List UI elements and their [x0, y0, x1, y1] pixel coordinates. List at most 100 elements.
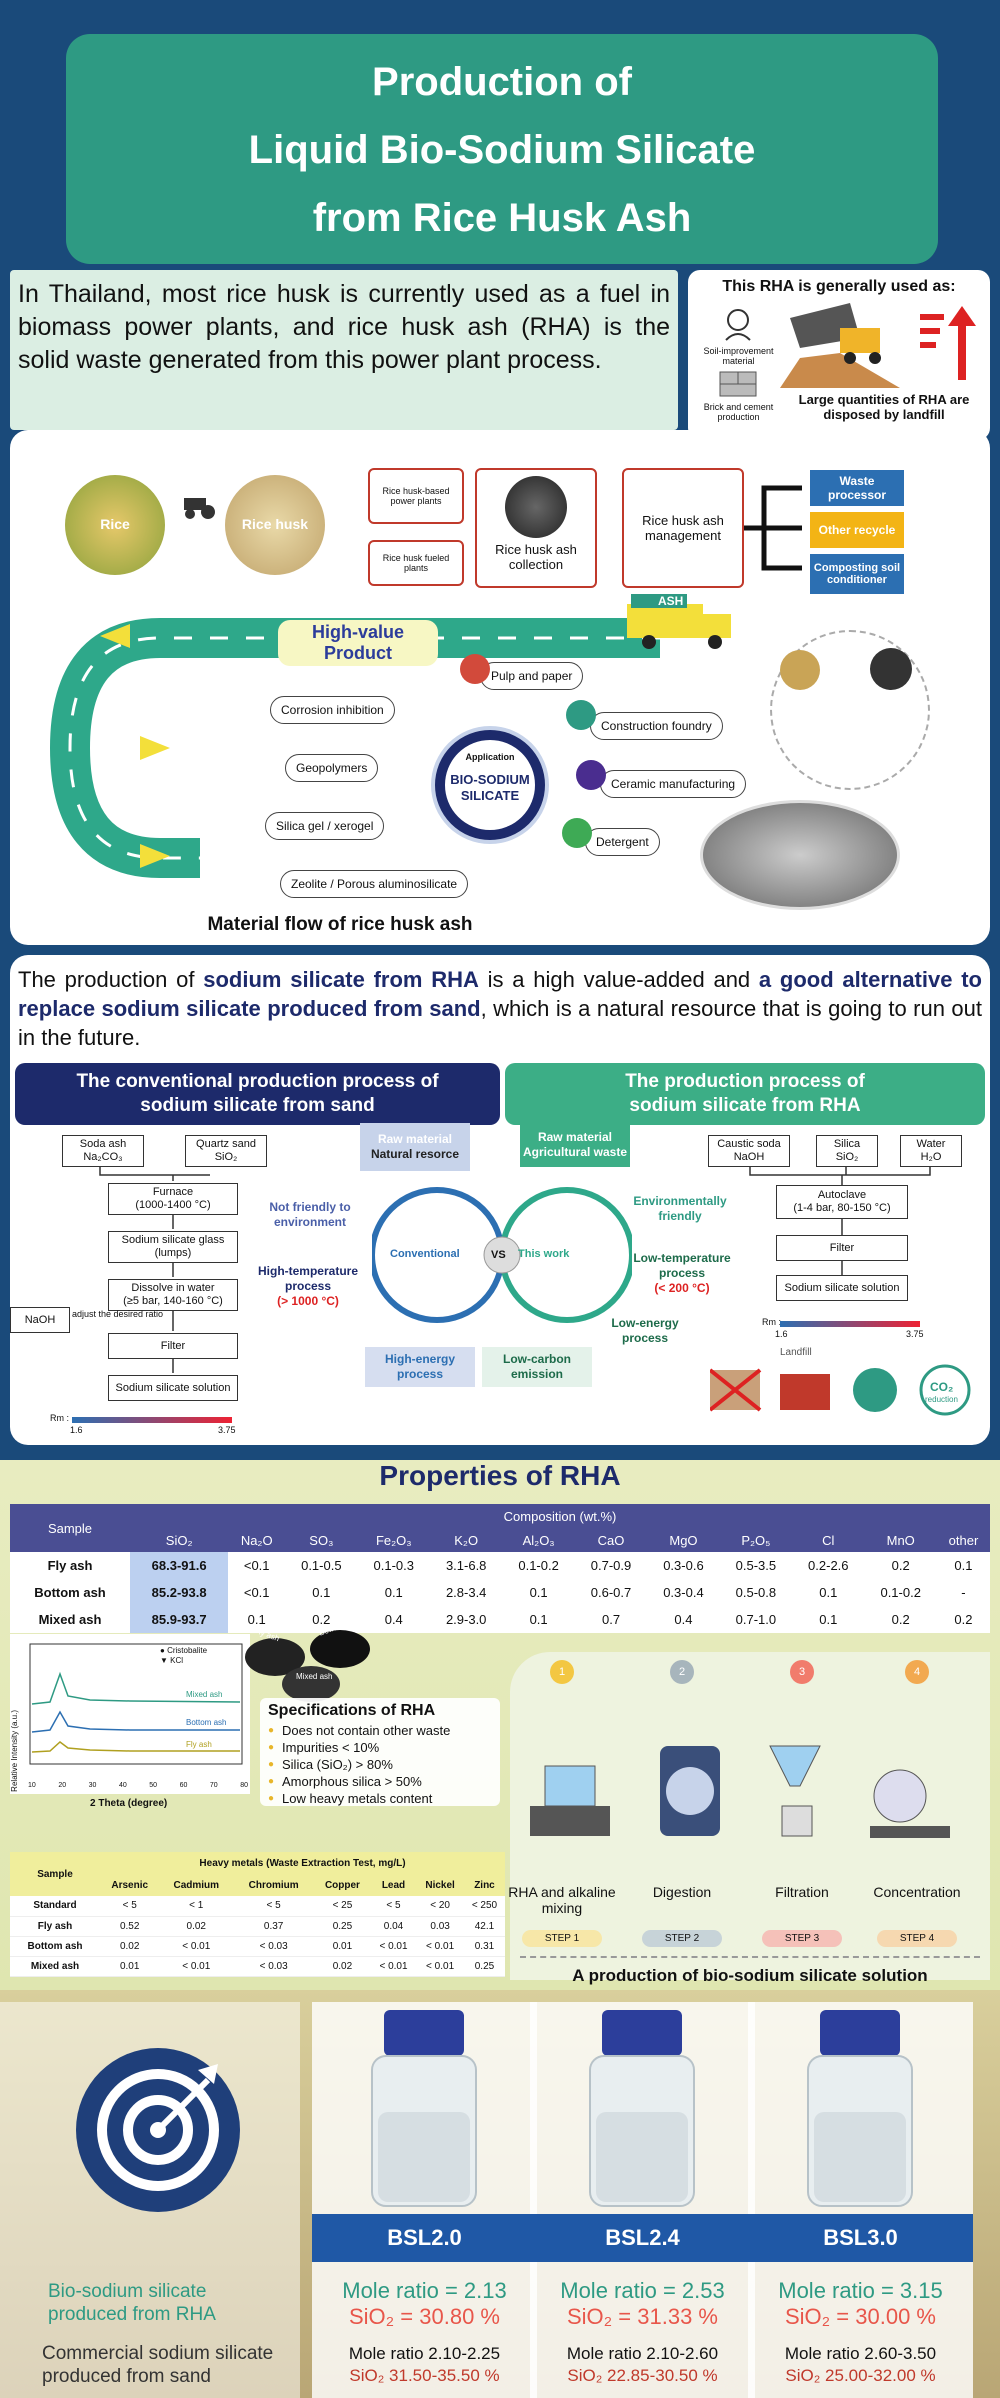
right-le-2: process	[621, 1331, 669, 1345]
product-name: BSL2.4	[530, 2214, 755, 2262]
silica-dish-image	[700, 800, 900, 910]
heavy-cell: 0.25	[314, 1916, 371, 1937]
step-number: 1	[550, 1660, 574, 1684]
paper-icon	[460, 654, 490, 684]
step-button: STEP 4	[877, 1930, 957, 1947]
left-nf-2: environment	[273, 1215, 346, 1229]
comp-cell: 0.1-0.5	[285, 1552, 358, 1579]
landfill-truck-icon	[780, 303, 900, 388]
application-hub	[435, 730, 545, 840]
rha-title-1: The production process of	[625, 1071, 865, 1092]
brick-icon	[719, 371, 757, 397]
heavy-cell: < 5	[100, 1896, 160, 1917]
xrd-legend-1: ● Cristobalite	[160, 1646, 208, 1655]
comp-row-name: Fly ash	[10, 1552, 130, 1579]
rice-image	[65, 475, 165, 575]
commercial-label-1: Commercial sodium silicate	[42, 2343, 274, 2364]
adjust-label: adjust the desired ratio	[72, 1309, 164, 1319]
rice-husk-image	[225, 475, 325, 575]
caustic-formula: NaOH	[733, 1151, 765, 1163]
left-ht-3: (> 1000 °C)	[277, 1293, 339, 1308]
right-lt-3: (< 200 °C)	[654, 1280, 710, 1295]
husk-sample-icon	[780, 650, 820, 690]
right-rm-desc: Agricultural waste	[522, 1145, 628, 1159]
xrd-tick: 60	[179, 1782, 188, 1789]
title-line-3: from Rice Husk Ash	[312, 196, 692, 240]
commercial-sio2: SiO₂ 22.85-30.50 %	[567, 2366, 718, 2385]
steps-caption: A production of bio-sodium silicate solu…	[572, 1966, 928, 1985]
conv-rm-max: 3.75	[218, 1425, 236, 1435]
mixed-ash-photo	[282, 1666, 340, 1702]
heavy-cell: 0.01	[100, 1956, 160, 1977]
app-corrosion: Corrosion inhibition	[270, 696, 395, 724]
silica-formula: SiO₂	[835, 1151, 859, 1163]
soil-label: Soil-improvement material	[703, 346, 774, 366]
glass-box: Sodium silicate glass(lumps)	[108, 1231, 238, 1263]
comp-col-header: MgO	[647, 1528, 720, 1552]
xrd-tick: 30	[88, 1782, 97, 1789]
app-geopolymers: Geopolymers	[285, 754, 379, 782]
commercial-mole-ratio: Mole ratio 2.10-2.25	[348, 2344, 501, 2363]
comp-col-header: K₂O	[429, 1528, 503, 1552]
intro-panel: In Thailand, most rice husk is currently…	[10, 270, 678, 430]
rha-filter-box: Filter	[776, 1235, 908, 1261]
silica: Silica	[833, 1138, 861, 1150]
title-line-2: Liquid Bio-Sodium Silicate	[248, 128, 756, 172]
comp-col-header: Na₂O	[228, 1528, 286, 1552]
landfill-label: Large quantities of RHA are disposed by …	[798, 392, 970, 422]
heavy-col-header: Arsenic	[100, 1874, 160, 1896]
step-number: 2	[670, 1660, 694, 1684]
left-ht-1: High-temperature	[257, 1263, 358, 1278]
dest-composting: Composting soil conditioner	[810, 554, 904, 594]
comp-cell: <0.1	[228, 1552, 286, 1579]
hub-title-2: SILICATE	[460, 788, 520, 803]
rha-rm-max: 3.75	[906, 1329, 924, 1339]
bio-sio2: SiO₂ = 31.33 %	[566, 2304, 718, 2329]
heavy-cell: < 0.01	[159, 1936, 234, 1957]
heavy-cell: < 0.01	[370, 1956, 417, 1977]
power-plant-1: Rice husk-based power plants	[368, 468, 464, 524]
water-formula: H₂O	[920, 1151, 942, 1163]
comp-col-header: Fe₂O₃	[357, 1528, 430, 1552]
comp-cell: 0.1	[792, 1606, 865, 1633]
dest-waste-processor: Waste processor	[810, 470, 904, 506]
autoclave-box: Autoclave(1-4 bar, 80-150 °C)	[776, 1185, 908, 1219]
comp-col-header: other	[936, 1528, 990, 1552]
bottle-image	[530, 2002, 755, 2217]
spec-item: Impurities < 10%	[268, 1739, 492, 1756]
heavy-col-header: Nickel	[416, 1874, 464, 1896]
title-banner: Production of Liquid Bio-Sodium Silicate…	[66, 34, 938, 264]
app-silica-gel: Silica gel / xerogel	[265, 812, 385, 840]
high-value-road	[49, 618, 660, 878]
rha-rm-bar	[780, 1321, 920, 1327]
left-ht-2: process	[284, 1278, 332, 1293]
rice-husk-label: Rice husk	[241, 516, 309, 532]
comp-cell: 0.2-2.6	[792, 1552, 865, 1579]
quartz-formula: SiO₂	[214, 1151, 238, 1163]
rha-solution-box: Sodium silicate solution	[776, 1275, 908, 1301]
glass-cond: (lumps)	[154, 1247, 192, 1259]
foundry-icon	[566, 700, 596, 730]
heavy-cell: < 25	[314, 1896, 371, 1917]
vs-label: VS	[491, 1249, 506, 1261]
water: Water	[916, 1138, 946, 1150]
target-icon	[76, 2048, 240, 2212]
properties-title: Properties of RHA	[379, 1460, 621, 1491]
comp-cell: 0.6-0.7	[574, 1579, 648, 1606]
comp-cell: 3.1-6.8	[429, 1552, 503, 1579]
ash-truck-icon	[627, 594, 731, 649]
production-intro: The production of sodium silicate from R…	[10, 955, 990, 1052]
bottle-image	[748, 2002, 973, 2217]
heavy-cell: < 0.03	[233, 1936, 315, 1957]
conventional-title-1: The conventional production process of	[76, 1071, 439, 1092]
comp-cell: 85.2-93.8	[130, 1579, 229, 1606]
material-flow-panel: Rice Rice husk Rice husk-based power pla…	[10, 430, 990, 945]
